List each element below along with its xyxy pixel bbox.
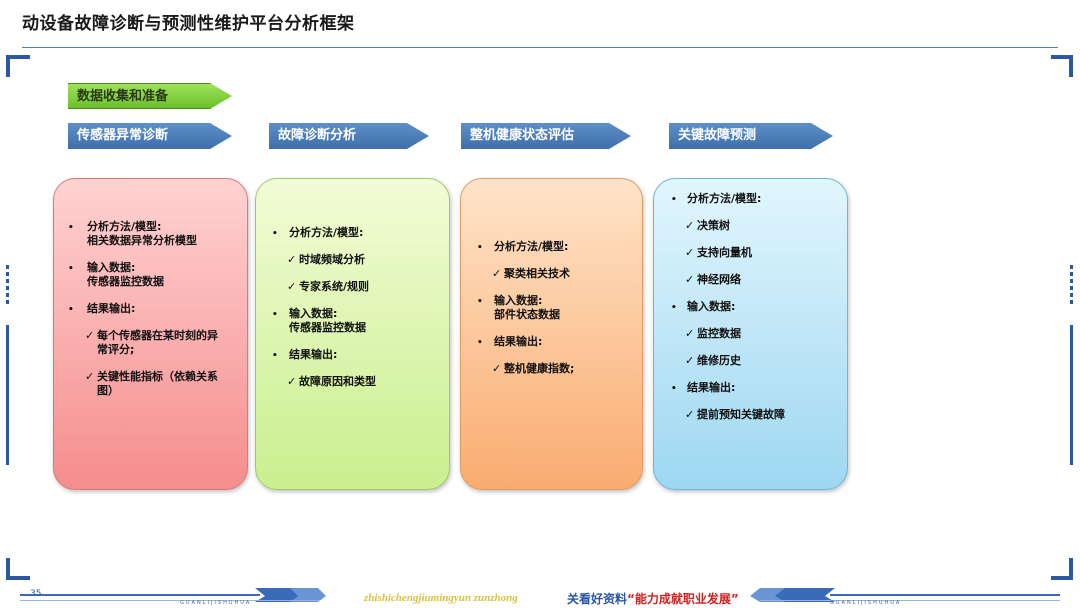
check-icon: ✓: [685, 273, 695, 286]
method-label: 分析方法/模型:: [494, 240, 569, 253]
bullet: •: [477, 243, 483, 253]
method-item: 神经网络: [697, 273, 741, 286]
left-side-mark: [6, 265, 9, 465]
bullet: •: [671, 303, 677, 313]
sensor-anomaly-box: • 分析方法/模型: 相关数据异常分析模型 • 输入数据: 传感器监控数据 • …: [53, 178, 248, 490]
bullet: •: [671, 195, 677, 205]
method-label: 分析方法/模型:: [87, 220, 162, 233]
input-value: 部件状态数据: [494, 308, 560, 321]
top-left-bracket: [6, 55, 30, 77]
footer-slogan: 关看好资料“能力成就职业发展”: [567, 590, 739, 607]
method-label: 分析方法/模型:: [289, 226, 364, 239]
footer-small-caps-left: GUANLIJISHUHUA: [180, 600, 252, 606]
stage-health-evaluation: 整机健康状态评估: [461, 123, 631, 149]
method-item: 时域频域分析: [299, 253, 365, 266]
page-number: 35: [30, 589, 42, 599]
output-item: 故障原因和类型: [299, 375, 376, 388]
bullet: •: [68, 223, 74, 233]
bullet: •: [671, 384, 677, 394]
check-icon: ✓: [85, 329, 95, 342]
bullet: •: [477, 297, 483, 307]
method-item: 支持向量机: [697, 246, 752, 259]
check-icon: ✓: [685, 219, 695, 232]
stage-data-collection: 数据收集和准备: [68, 83, 232, 109]
footer-slogan-b: “能力成就职业发展”: [627, 592, 739, 606]
input-label: 输入数据:: [687, 300, 736, 313]
input-item: 维修历史: [697, 354, 741, 367]
input-label: 输入数据:: [87, 261, 136, 274]
check-icon: ✓: [685, 354, 695, 367]
page-title: 动设备故障诊断与预测性维护平台分析框架: [22, 14, 355, 34]
input-label: 输入数据:: [494, 294, 543, 307]
check-icon: ✓: [85, 370, 95, 383]
output-item: 常评分;: [97, 343, 135, 356]
output-label: 结果输出:: [289, 348, 338, 361]
fault-diagnosis-box: • 分析方法/模型: ✓ 时域频域分析 ✓ 专家系统/规则 • 输入数据: 传感…: [255, 178, 450, 490]
check-icon: ✓: [287, 375, 297, 388]
bottom-left-bracket: [6, 558, 30, 580]
method-value: 相关数据异常分析模型: [87, 234, 197, 247]
stage-sensor-anomaly: 传感器异常诊断: [68, 123, 232, 149]
bullet: •: [272, 310, 278, 320]
bullet: •: [68, 305, 74, 315]
output-label: 结果输出:: [494, 335, 543, 348]
stage-key-fault-prediction: 关键故障预测: [669, 123, 833, 149]
check-icon: ✓: [685, 327, 695, 340]
output-item: 图）: [97, 384, 119, 397]
top-right-bracket: [1051, 55, 1073, 77]
input-label: 输入数据:: [289, 307, 338, 320]
bullet: •: [272, 229, 278, 239]
method-item: 决策树: [697, 219, 730, 232]
output-item: 提前预知关键故障: [697, 408, 785, 421]
output-item: 关键性能指标（依赖关系: [97, 370, 218, 383]
check-icon: ✓: [287, 280, 297, 293]
bullet: •: [272, 351, 278, 361]
check-icon: ✓: [287, 253, 297, 266]
check-icon: ✓: [685, 408, 695, 421]
right-side-mark: [1070, 265, 1073, 465]
output-item: 整机健康指数;: [504, 362, 575, 375]
method-item: 聚类相关技术: [504, 267, 570, 280]
bullet: •: [477, 338, 483, 348]
output-label: 结果输出:: [87, 302, 136, 315]
input-item: 监控数据: [697, 327, 741, 340]
method-label: 分析方法/模型:: [687, 192, 762, 205]
footer-decoration: [20, 588, 1060, 602]
key-fault-prediction-box: • 分析方法/模型: ✓ 决策树 ✓ 支持向量机 ✓ 神经网络 • 输入数据: …: [653, 178, 848, 490]
title-divider: [22, 47, 1058, 48]
output-label: 结果输出:: [687, 381, 736, 394]
health-evaluation-box: • 分析方法/模型: ✓ 聚类相关技术 • 输入数据: 部件状态数据 • 结果输…: [460, 178, 643, 490]
footer-small-caps-right: GUANLIJISHUHUA: [830, 600, 902, 606]
footer-slogan-a: 关看好资料: [567, 592, 628, 606]
bottom-right-bracket: [1051, 558, 1073, 580]
bullet: •: [68, 264, 74, 274]
input-value: 传感器监控数据: [87, 275, 164, 288]
check-icon: ✓: [492, 267, 502, 280]
input-value: 传感器监控数据: [289, 321, 366, 334]
stage-fault-diagnosis: 故障诊断分析: [269, 123, 429, 149]
footer-pinyin: zhishichengjiumingyun zunzhong: [364, 592, 518, 604]
output-item: 每个传感器在某时刻的异: [97, 329, 218, 342]
check-icon: ✓: [685, 246, 695, 259]
check-icon: ✓: [492, 362, 502, 375]
method-item: 专家系统/规则: [299, 280, 370, 293]
